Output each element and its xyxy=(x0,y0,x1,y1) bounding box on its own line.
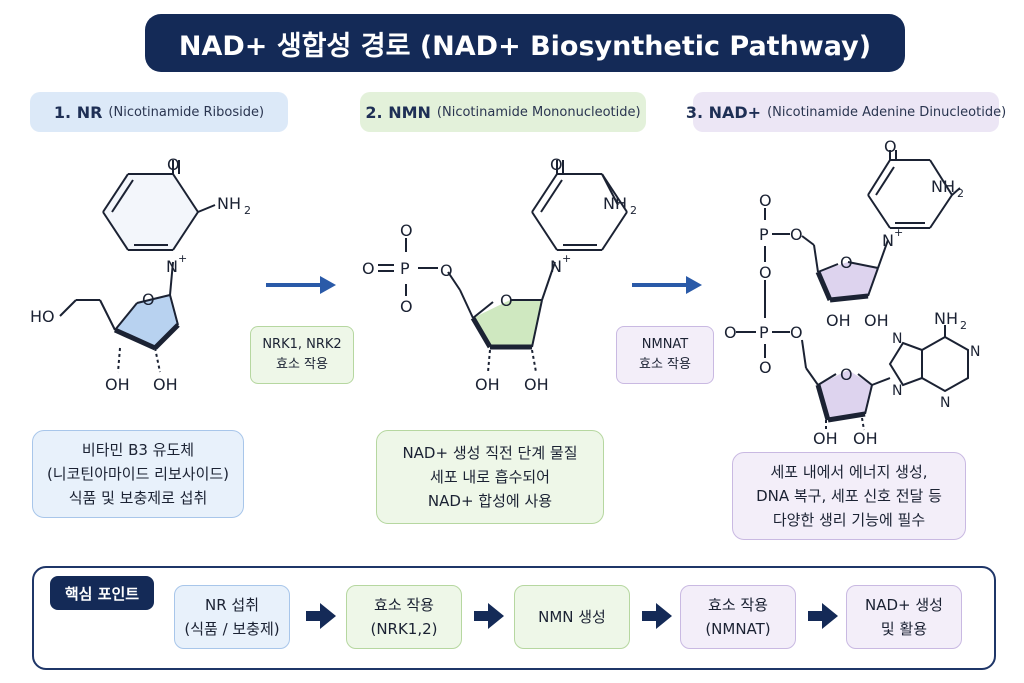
nr-oh-left: OH xyxy=(105,375,130,394)
stage-nmn-fullname: (Nicotinamide Mononucleotide) xyxy=(436,104,641,120)
nad-ester-o-bottom: O xyxy=(790,323,803,342)
nad-nh2-sub: 2 xyxy=(957,187,964,200)
key-step-4: 효소 작용 (NMNAT) xyxy=(680,585,796,649)
enzyme-nrk-name: NRK1, NRK2 xyxy=(262,337,342,352)
enzyme-nmnat-name: NMNAT xyxy=(641,337,689,352)
nad-adenine-n7: N xyxy=(892,331,902,347)
nmn-n-plus: + xyxy=(562,252,571,265)
nad-ribose2-o: O xyxy=(840,365,853,384)
nr-n-plus: + xyxy=(178,252,187,265)
nmn-ester-o: O xyxy=(440,261,453,280)
nmn-desc-line3: NAD+ 합성에 사용 xyxy=(427,492,553,510)
nmn-p: P xyxy=(400,259,410,278)
nad-p-top-o: O xyxy=(759,191,772,210)
nad-ribose2-oh-right: OH xyxy=(853,429,878,448)
key-step-4-line1: 효소 작용 xyxy=(708,596,768,614)
nad-adenine-n9: N xyxy=(892,383,902,399)
key-step-3-line1: NMN 생성 xyxy=(538,608,606,626)
stage-nad-label: 3. NAD+ xyxy=(685,102,762,122)
enzyme-nrk-action: 효소 작용 xyxy=(276,357,328,372)
stage-nmn-header: 2. NMN (Nicotinamide Mononucleotide) xyxy=(360,92,646,132)
key-step-3: NMN 생성 xyxy=(514,585,630,649)
stage-nmn-label: 2. NMN xyxy=(365,102,431,122)
nad-ribose1-oh-left: OH xyxy=(826,311,851,330)
enzyme-nmnat-box: NMNAT 효소 작용 xyxy=(616,326,714,384)
enzyme-nrk-box: NRK1, NRK2 효소 작용 xyxy=(250,326,354,384)
nad-ribose2-oh-left: OH xyxy=(813,429,838,448)
stage-nad-header: 3. NAD+ (Nicotinamide Adenine Dinucleoti… xyxy=(686,92,1006,132)
nad-p-bottom: P xyxy=(759,323,769,342)
nmn-desc-line1: NAD+ 생성 직전 단계 물질 xyxy=(402,444,578,462)
pathway-arrow-2 xyxy=(632,276,702,294)
nmn-oh-left: OH xyxy=(475,375,500,394)
nad-desc-line3: 다양한 생리 기능에 필수 xyxy=(772,511,926,529)
nr-desc-line1: 비타민 B3 유도체 xyxy=(81,441,195,459)
nad-description: 세포 내에서 에너지 생성, DNA 복구, 세포 신호 전달 등 다양한 생리… xyxy=(732,452,966,540)
nad-bridge-o: O xyxy=(759,263,772,282)
nmn-nh2-main: NH xyxy=(603,194,627,213)
nmn-description: NAD+ 생성 직전 단계 물질 세포 내로 흡수되어 NAD+ 합성에 사용 xyxy=(376,430,604,524)
nr-nh2-main: NH xyxy=(217,194,241,213)
nr-description: 비타민 B3 유도체 (니코틴아마이드 리보사이드) 식품 및 보충제로 섭취 xyxy=(32,430,244,518)
nr-carbonyl-o: O xyxy=(167,155,180,174)
key-step-2-line2: (NRK1,2) xyxy=(370,620,438,638)
nmn-ring-o: O xyxy=(500,291,513,310)
nmn-p-o-top: O xyxy=(400,221,413,240)
nr-n: N xyxy=(166,257,178,276)
nmn-oh-right: OH xyxy=(524,375,549,394)
nad-desc-line1: 세포 내에서 에너지 생성, xyxy=(770,463,928,481)
nmn-n: N xyxy=(550,257,562,276)
key-step-5: NAD+ 생성 및 활용 xyxy=(846,585,962,649)
nad-adenine-nh2: NH xyxy=(934,309,958,328)
nr-ho: HO xyxy=(30,307,55,326)
nad-n-plus: + xyxy=(894,226,903,239)
nad-ribose1-oh-right: OH xyxy=(864,311,889,330)
nmn-structure xyxy=(378,160,628,373)
nmn-nh2-sub: 2 xyxy=(630,204,637,217)
key-step-1-line2: (식품 / 보충제) xyxy=(184,620,280,638)
key-step-1-line1: NR 섭취 xyxy=(204,596,259,614)
nad-desc-line2: DNA 복구, 세포 신호 전달 등 xyxy=(756,487,942,505)
nr-structure xyxy=(59,160,216,373)
stage-nr-header: 1. NR (Nicotinamide Riboside) xyxy=(30,92,288,132)
nad-structure xyxy=(736,150,969,431)
nad-ester-o-top: O xyxy=(790,225,803,244)
nmn-carbonyl-o: O xyxy=(550,155,563,174)
stage-nr-label: 1. NR xyxy=(53,102,103,122)
nmn-desc-line2: 세포 내로 흡수되어 xyxy=(430,468,550,486)
key-step-5-line1: NAD+ 생성 xyxy=(865,596,943,614)
pathway-arrow-1 xyxy=(266,276,336,294)
key-points-panel xyxy=(32,566,996,670)
nad-p-bottom-o-left: O xyxy=(724,323,737,342)
key-step-2: 효소 작용 (NRK1,2) xyxy=(346,585,462,649)
page-title: NAD+ 생합성 경로 (NAD+ Biosynthetic Pathway) xyxy=(145,14,905,72)
nr-ring-o: O xyxy=(142,290,155,309)
nmn-p-o-left: O xyxy=(362,259,375,278)
nr-desc-line3: 식품 및 보충제로 섭취 xyxy=(68,489,208,507)
nr-desc-line2: (니코틴아마이드 리보사이드) xyxy=(46,465,230,483)
nad-p-top: P xyxy=(759,225,769,244)
stage-nad-fullname: (Nicotinamide Adenine Dinucleotide) xyxy=(767,104,1007,120)
nad-ribose1-o: O xyxy=(840,253,853,272)
nad-p-bottom-o-down: O xyxy=(759,358,772,377)
nmn-p-o-bottom: O xyxy=(400,297,413,316)
stage-nr-fullname: (Nicotinamide Riboside) xyxy=(108,104,265,120)
nad-nh2-main: NH xyxy=(931,177,955,196)
nad-adenine-n3: N xyxy=(940,395,950,411)
key-points-label: 핵심 포인트 xyxy=(50,576,154,610)
key-step-5-line2: 및 활용 xyxy=(880,620,928,638)
nad-carbonyl-o: O xyxy=(884,137,897,156)
key-step-2-line1: 효소 작용 xyxy=(374,596,434,614)
nad-adenine-nh2-sub: 2 xyxy=(960,319,967,332)
nad-n: N xyxy=(882,231,894,250)
key-step-1: NR 섭취 (식품 / 보충제) xyxy=(174,585,290,649)
nr-nh2-sub: 2 xyxy=(244,204,251,217)
key-step-4-line2: (NMNAT) xyxy=(705,620,771,638)
nad-adenine-n1: N xyxy=(970,344,980,360)
nr-oh-right: OH xyxy=(153,375,178,394)
enzyme-nmnat-action: 효소 작용 xyxy=(639,357,691,372)
